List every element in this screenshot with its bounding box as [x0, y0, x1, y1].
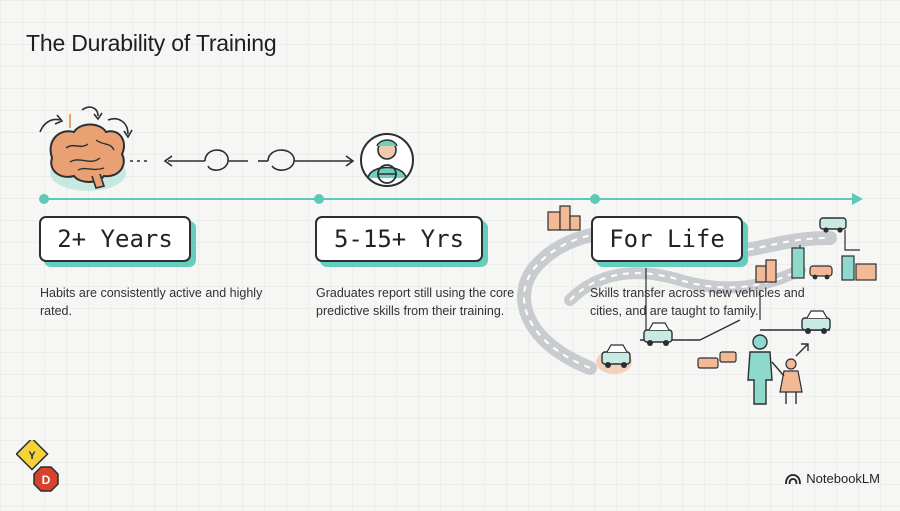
brand-name: NotebookLM — [806, 471, 880, 486]
timeline-dot — [39, 194, 49, 204]
brand-watermark: NotebookLM — [785, 471, 880, 486]
page-title: The Durability of Training — [26, 30, 277, 56]
driver-icon — [360, 133, 414, 187]
description-line: cities, and are taught to family. — [590, 304, 759, 318]
timeline-dot — [314, 194, 324, 204]
loop-arrows — [130, 149, 355, 171]
logo-letter-bottom: D — [42, 473, 51, 487]
logo-letter-top: Y — [28, 450, 36, 462]
yd-logo: Y D — [16, 440, 59, 492]
milestone-1-stat: 2+ Years — [39, 216, 191, 262]
description-line: Skills transfer across new vehicles and — [590, 286, 805, 300]
milestone-3-stat: For Life — [591, 216, 743, 262]
timeline-arrowhead — [852, 193, 863, 205]
milestone-2-description: Graduates report still using the core pr… — [316, 284, 514, 320]
timeline-dot — [590, 194, 600, 204]
description-line: rated. — [40, 304, 72, 318]
notebooklm-icon — [785, 473, 802, 484]
milestone-3-description: Skills transfer across new vehicles and … — [590, 284, 805, 320]
milestone-2-stat: 5-15+ Yrs — [315, 216, 483, 262]
description-line: predictive skills from their training. — [316, 304, 505, 318]
description-line: Habits are consistently active and highl… — [40, 286, 263, 300]
family-icon — [747, 334, 809, 405]
description-line: Graduates report still using the core — [316, 286, 515, 300]
brain-icon — [39, 106, 133, 191]
timeline-line — [44, 198, 854, 200]
milestone-1-description: Habits are consistently active and highl… — [40, 284, 262, 320]
